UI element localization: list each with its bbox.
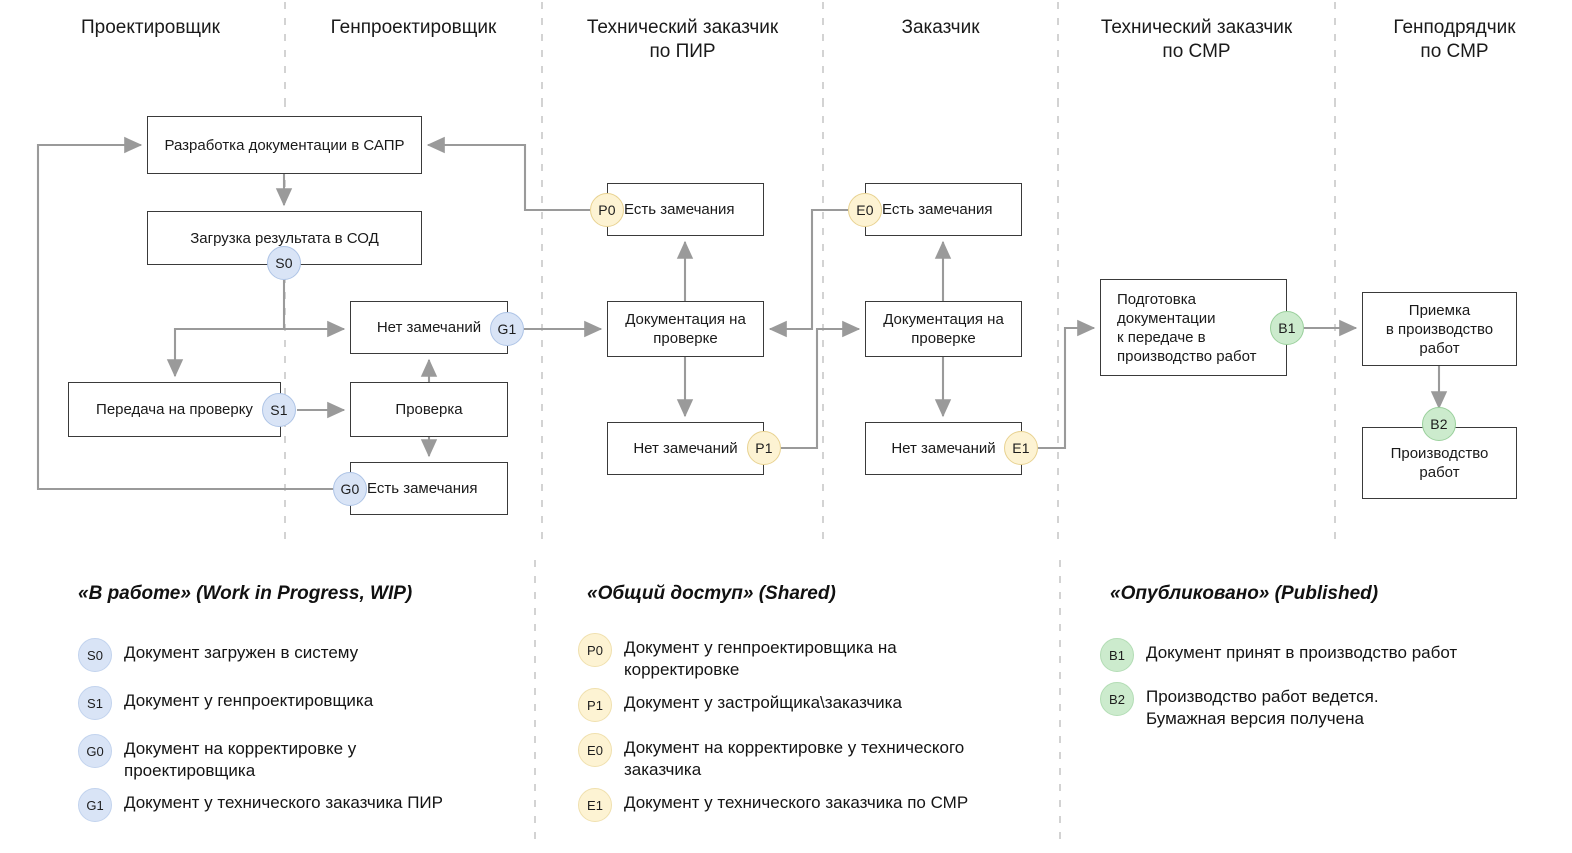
legend-badge-s1: S1 (78, 686, 112, 720)
n-doc-check-client[interactable]: Документация на проверке (865, 301, 1022, 357)
legend-title-shared: «Общий доступ» (Shared) (587, 583, 836, 604)
n-remarks-e[interactable]: Есть замечания (865, 183, 1022, 236)
badge-s0[interactable]: S0 (267, 246, 301, 280)
n-remarks-p-label: Есть замечания (624, 201, 735, 218)
edge-p1-to-doc-client (781, 320, 861, 450)
edge-s0-to-transfer (166, 327, 284, 378)
edge-p0-loop-to-sapr (426, 136, 590, 212)
edge-e0-loop-to-doc-pir (768, 208, 848, 338)
n-check-label: Проверка (395, 401, 463, 418)
legend-badge-e1: E1 (578, 788, 612, 822)
legend-item-p0: P0 Документ у генпроектировщика на коррек… (578, 633, 1048, 681)
legend-item-e1: E1 Документ у технического заказчика по С… (578, 788, 1048, 822)
n-no-remarks-g-label: Нет замечаний (376, 319, 482, 336)
legend-text-e1: Документ у технического заказчика по СМР (624, 793, 969, 812)
legend-item-s0: S0 Документ загружен в систему (78, 638, 548, 672)
n-doc-check-pir-label: Документация на проверке (625, 311, 746, 347)
n-doc-check-client-label: Документация на проверке (883, 311, 1004, 347)
lane-title-tech-client-pir: Технический заказчик по ПИР (586, 17, 779, 62)
legend-text-p0: Документ у генпроектировщика на корректи… (624, 638, 897, 679)
lane-title-client: Заказчик (901, 17, 980, 38)
legend-text-g0: Документ на корректировке у проектировщи… (124, 739, 357, 780)
n-remarks-p[interactable]: Есть замечания (607, 183, 764, 236)
legend-text-e0: Документ на корректировке у технического… (624, 738, 965, 779)
legend-badge-g1: G1 (78, 788, 112, 822)
badge-b1[interactable]: B1 (1270, 311, 1304, 345)
badge-g0[interactable]: G0 (333, 472, 367, 506)
n-sapr-label: Разработка документации в САПР (164, 136, 405, 154)
legend-text-p1: Документ у застройщика\заказчика (624, 693, 902, 712)
legend-badge-b1: B1 (1100, 638, 1134, 672)
n-accept[interactable]: Приемка в производство работ (1362, 292, 1517, 366)
badge-e1[interactable]: E1 (1004, 431, 1038, 465)
legend-badge-s0: S0 (78, 638, 112, 672)
lane-title-gen-designer: Генпроектировщик (330, 17, 497, 38)
n-prepare[interactable]: Подготовка документации к передаче в про… (1100, 279, 1287, 376)
badge-p0[interactable]: P0 (590, 193, 624, 227)
legend-badge-g0: G0 (78, 734, 112, 768)
legend-text-s0: Документ загружен в систему (124, 643, 359, 662)
n-no-remarks-g[interactable]: Нет замечаний (350, 301, 508, 354)
n-doc-check-pir[interactable]: Документация на проверке (607, 301, 764, 357)
n-check[interactable]: Проверка (350, 382, 508, 437)
n-no-remarks-p[interactable]: Нет замечаний (607, 422, 764, 475)
n-no-remarks-e[interactable]: Нет замечаний (865, 422, 1022, 475)
badge-e0[interactable]: E0 (848, 193, 882, 227)
flow-connectors (36, 136, 1448, 491)
legend-item-e0: E0 Документ на корректировке у техническо… (578, 733, 1048, 781)
n-remarks-e-label: Есть замечания (882, 201, 993, 218)
n-transfer[interactable]: Передача на проверку (68, 382, 281, 437)
legend-item-b2: B2 Производство работ ведется. Бумажная в… (1100, 682, 1570, 730)
legend-title-published: «Опубликовано» (Published) (1110, 583, 1379, 604)
n-no-remarks-p-label: Нет замечаний (633, 440, 738, 457)
legend-item-g1: G1 Документ у технического заказчика ПИР (78, 788, 548, 822)
badge-g1[interactable]: G1 (490, 312, 524, 346)
legend-badge-p1: P1 (578, 688, 612, 722)
n-transfer-label: Передача на проверку (96, 401, 253, 418)
n-prepare-label: Подготовка документации к передаче в про… (1117, 290, 1257, 365)
badge-b2[interactable]: B2 (1422, 407, 1456, 441)
legend-badge-p0: P0 (578, 633, 612, 667)
n-sapr[interactable]: Разработка документации в САПР (147, 116, 422, 174)
legend-item-s1: S1 Документ у генпроектировщика (78, 686, 548, 720)
legend-badge-b2: B2 (1100, 682, 1134, 716)
legend-item-p1: P1 Документ у застройщика\заказчика (578, 688, 1048, 722)
badge-s1[interactable]: S1 (262, 393, 296, 427)
legend-title-wip: «В работе» (Work in Progress, WIP) (78, 583, 413, 604)
n-accept-label: Приемка в производство работ (1385, 301, 1494, 357)
n-production[interactable]: Производство работ (1362, 427, 1517, 499)
lane-title-tech-client-smr: Технический заказчик по СМР (1100, 17, 1293, 62)
legend-item-g0: G0 Документ на корректировке у проектиров… (78, 734, 548, 782)
n-sod-label: Загрузка результата в СОД (190, 229, 379, 247)
n-remarks-g-label: Есть замечания (367, 480, 478, 497)
legend-text-b1: Документ принят в производство работ (1146, 643, 1458, 662)
edge-g0-loop-to-sapr (36, 136, 333, 491)
legend-badge-e0: E0 (578, 733, 612, 767)
n-production-label: Производство работ (1390, 445, 1489, 481)
legend-text-s1: Документ у генпроектировщика (124, 691, 374, 710)
lane-dividers (284, 2, 1336, 545)
edge-e1-to-prepare (1038, 319, 1096, 450)
badge-p1[interactable]: P1 (747, 431, 781, 465)
legend-text-b2: Производство работ ведется. Бумажная вер… (1146, 687, 1379, 728)
n-remarks-g[interactable]: Есть замечания (350, 462, 508, 515)
legend-item-b1: B1 Документ принят в производство работ (1100, 638, 1570, 672)
lane-title-gen-contractor-smr: Генподрядчик по СМР (1393, 17, 1516, 62)
n-no-remarks-e-label: Нет замечаний (891, 440, 996, 457)
legend-text-g1: Документ у технического заказчика ПИР (124, 793, 443, 812)
lane-title-designer: Проектировщик (81, 17, 220, 38)
